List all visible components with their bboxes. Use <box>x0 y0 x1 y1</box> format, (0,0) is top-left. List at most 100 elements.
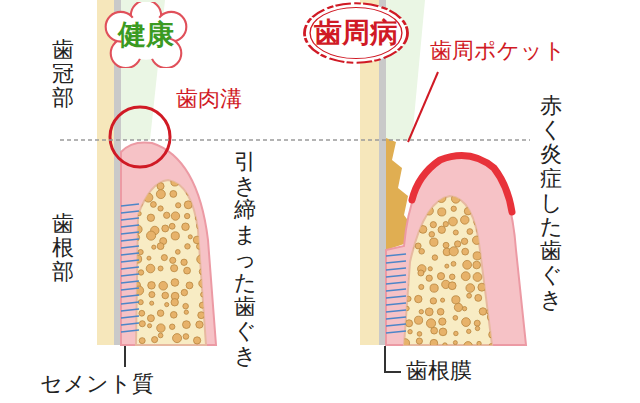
bone-dot <box>148 282 156 290</box>
bone-dot <box>162 225 169 232</box>
bone-dot <box>150 301 154 305</box>
bone-dot <box>137 212 141 216</box>
bone-dot <box>171 265 178 272</box>
bone-dot <box>490 250 495 255</box>
bone-dot <box>425 308 433 316</box>
ligament-fibre <box>121 295 139 297</box>
ligament-fibre <box>386 324 406 326</box>
stamp-ring <box>310 7 402 58</box>
ligament-fibre <box>121 267 139 269</box>
part-label: 歯根膜 <box>406 358 472 384</box>
bone-dot <box>184 310 188 314</box>
bone-dot <box>437 194 446 203</box>
bone-dot <box>426 319 435 328</box>
bone-dot <box>418 208 422 212</box>
bone-dot <box>489 344 493 348</box>
ligament-fibre <box>121 239 139 241</box>
bone-dot <box>430 339 438 347</box>
bone-dot <box>478 283 486 291</box>
bone-dot <box>171 232 179 240</box>
bone-dot <box>137 182 142 187</box>
bone-dot <box>449 217 458 226</box>
ligament-fibre <box>121 204 139 206</box>
bone-dot <box>467 329 471 333</box>
bone-dot <box>147 315 154 322</box>
bone-dot <box>138 270 143 275</box>
bone-dot <box>464 207 471 214</box>
bone-dot <box>451 194 460 203</box>
status-badge: 健康 <box>104 2 188 68</box>
ligament-fibre <box>121 246 139 248</box>
bone-dot <box>473 273 482 282</box>
bone-dot <box>147 256 151 260</box>
bone-dot <box>158 266 163 271</box>
ligament-fibre <box>386 303 406 305</box>
bone-dot <box>428 267 432 271</box>
bone-dot <box>157 310 164 317</box>
bone-dot <box>419 226 427 234</box>
bone-dot <box>185 244 190 249</box>
bone-dot <box>428 195 433 200</box>
bone-dots <box>133 177 208 344</box>
bone-dot <box>418 270 424 276</box>
bone-dot <box>186 191 191 196</box>
bone-dot <box>406 296 411 301</box>
bone-dot <box>199 269 205 275</box>
bone-dot <box>161 255 167 261</box>
bone-dot <box>181 289 187 295</box>
bone-dot <box>443 343 447 347</box>
bone-dot <box>184 213 189 218</box>
bone-dot <box>430 222 436 228</box>
bone-dot <box>152 337 158 343</box>
bone-dot <box>406 243 413 250</box>
status-stamp: 歯周病 <box>300 0 412 66</box>
bone-dot <box>171 299 178 306</box>
part-label: 赤く炎症した歯ぐき <box>540 94 562 312</box>
bone-dot <box>474 320 480 326</box>
bone-dot <box>430 238 438 246</box>
bone-dot <box>475 294 482 301</box>
bone-dot <box>201 292 206 297</box>
bone-dot <box>147 324 151 328</box>
bone-dot <box>407 196 414 203</box>
bone-dot <box>461 272 470 281</box>
bone-dot <box>463 260 472 269</box>
ligament-fibre <box>386 261 406 263</box>
bone-dot <box>445 264 449 268</box>
bone-dot <box>405 320 412 327</box>
bone-dot <box>134 255 142 263</box>
bone-dot <box>150 202 156 208</box>
region-label: 歯冠部 <box>52 38 74 111</box>
bone-dot <box>462 307 466 311</box>
ligament-fibre <box>386 310 406 312</box>
bone-dot <box>152 245 156 249</box>
bone-dot <box>415 295 422 302</box>
ligament-fibre <box>121 274 139 276</box>
bone-dot <box>475 326 479 330</box>
bone-dot <box>199 302 205 308</box>
bone-dot <box>454 241 460 247</box>
gum <box>386 156 526 346</box>
bone-dot <box>441 298 445 302</box>
part-label: 歯肉溝 <box>176 86 242 112</box>
bone-dot <box>461 238 467 244</box>
bone-dots <box>400 194 498 351</box>
bone-dot <box>453 341 457 345</box>
ligament-fibre <box>121 260 139 262</box>
alveolar-bone <box>136 180 206 345</box>
bone-dot <box>157 243 164 250</box>
part-label: 歯周ポケット <box>430 38 566 64</box>
bone-dot <box>144 193 153 202</box>
bone-dot <box>426 275 432 281</box>
bone-dot <box>453 230 458 235</box>
bone-dot <box>419 199 424 204</box>
bone-dot <box>169 324 174 329</box>
highlight-circle <box>110 107 170 167</box>
bone-dot <box>472 236 480 244</box>
bone-dot <box>449 274 455 280</box>
bone-dot <box>183 334 189 340</box>
ligament-fibre <box>121 211 139 213</box>
bone-dot <box>451 206 456 211</box>
ligament-fibre <box>121 253 139 255</box>
bone-dot <box>453 315 458 320</box>
